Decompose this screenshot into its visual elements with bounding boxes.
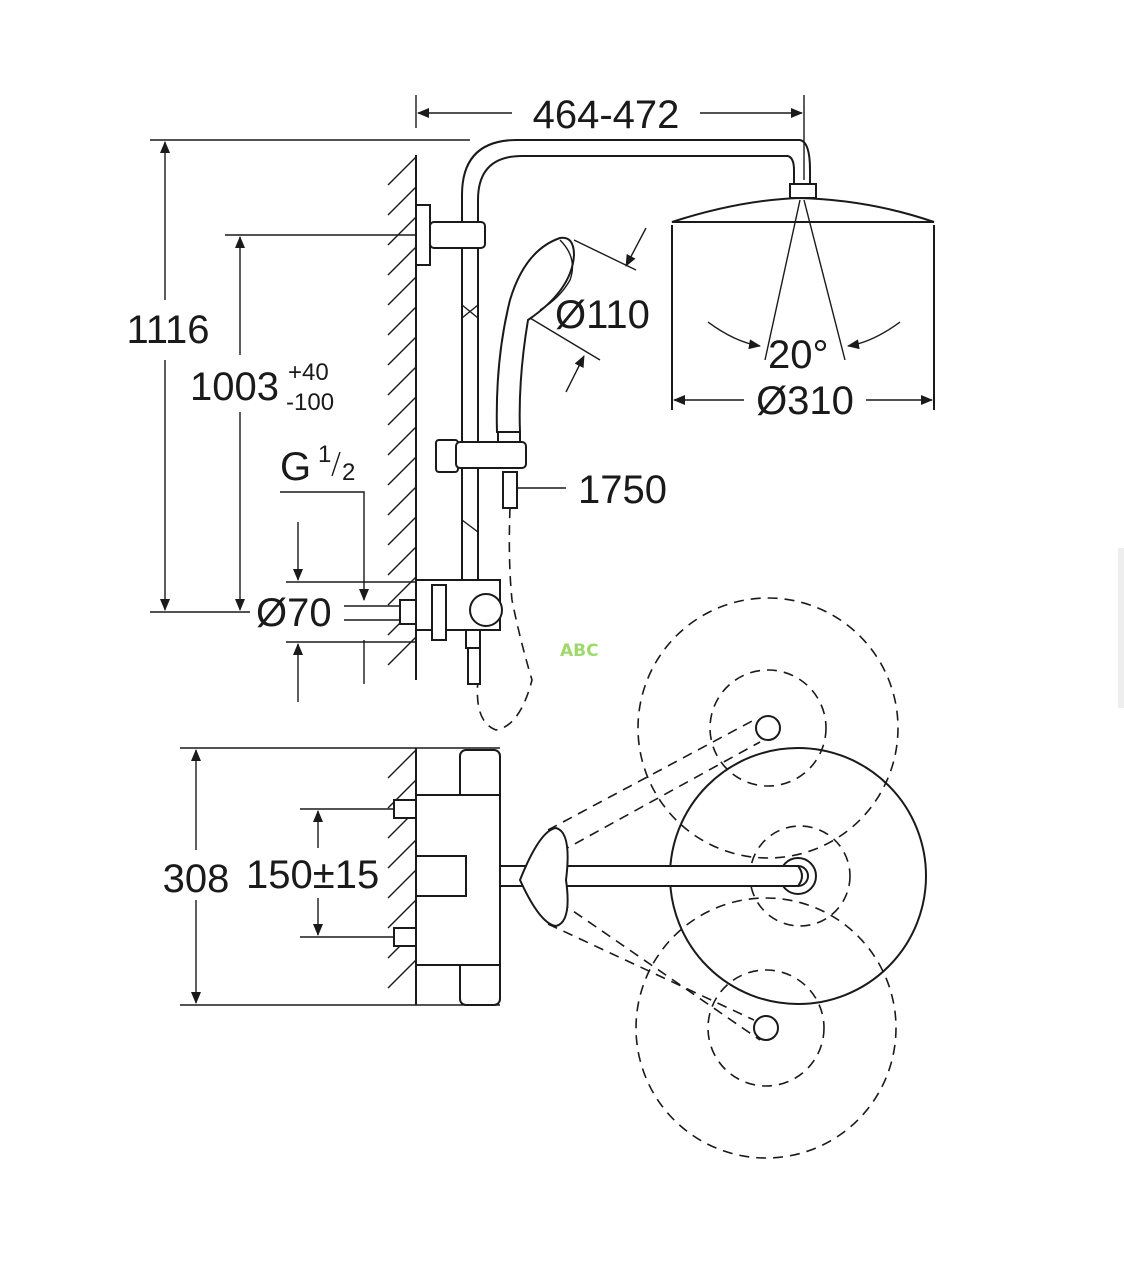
hand-shower-top (518, 826, 569, 928)
label-depth: 308 (163, 857, 230, 901)
label-rail-tol-minus: -100 (286, 389, 334, 416)
label-thread-den: 2 (342, 459, 355, 486)
wall-bracket-top (415, 204, 486, 266)
label-escutcheon-diameter: Ø70 (256, 591, 332, 635)
edge-marker (1118, 548, 1124, 708)
thermostat-top (393, 749, 501, 1006)
thermostat-side (399, 579, 503, 685)
wall-top (387, 748, 417, 1005)
label-arm-projection: 464-472 (533, 93, 680, 137)
dim-total-height: 1116 (126, 139, 470, 613)
label-rail-tol-plus: +40 (288, 359, 329, 386)
dim-head-shower: Ø310 (673, 379, 933, 423)
swivel-range (547, 597, 899, 1159)
side-view: 464-472 1116 1003 +40 -100 G 1 2 (126, 93, 935, 731)
dim-thread: G 1 2 (280, 441, 369, 684)
label-hose-length: 1750 (578, 468, 667, 512)
watermark: ABC (560, 641, 599, 661)
dim-depth: 308 (163, 747, 500, 1006)
label-thread-num: 1 (318, 441, 331, 468)
top-view: 308 150±15 (163, 597, 927, 1159)
head-shower-side (671, 183, 935, 410)
label-head-shower-diameter: Ø310 (756, 379, 854, 423)
dim-hose: 1750 (516, 468, 667, 512)
dim-arm-projection: 464-472 (415, 93, 805, 180)
label-thread-g: G (280, 445, 311, 489)
slider-holder (435, 439, 527, 509)
riser-rail (461, 139, 811, 620)
label-hand-shower-diameter: Ø110 (555, 293, 650, 337)
label-spray-angle: 20° (768, 333, 829, 377)
label-total-height: 1116 (126, 308, 209, 352)
dim-rail-height: 1003 +40 -100 (190, 234, 416, 611)
dim-escutcheon: Ø70 (256, 522, 416, 702)
shower-arm-top (460, 865, 803, 887)
dim-inlet-spacing: 150±15 (246, 808, 394, 938)
hose-line (476, 507, 533, 731)
hand-shower (495, 227, 647, 443)
label-rail-height: 1003 (190, 365, 279, 409)
label-inlet-spacing: 150±15 (246, 853, 379, 897)
